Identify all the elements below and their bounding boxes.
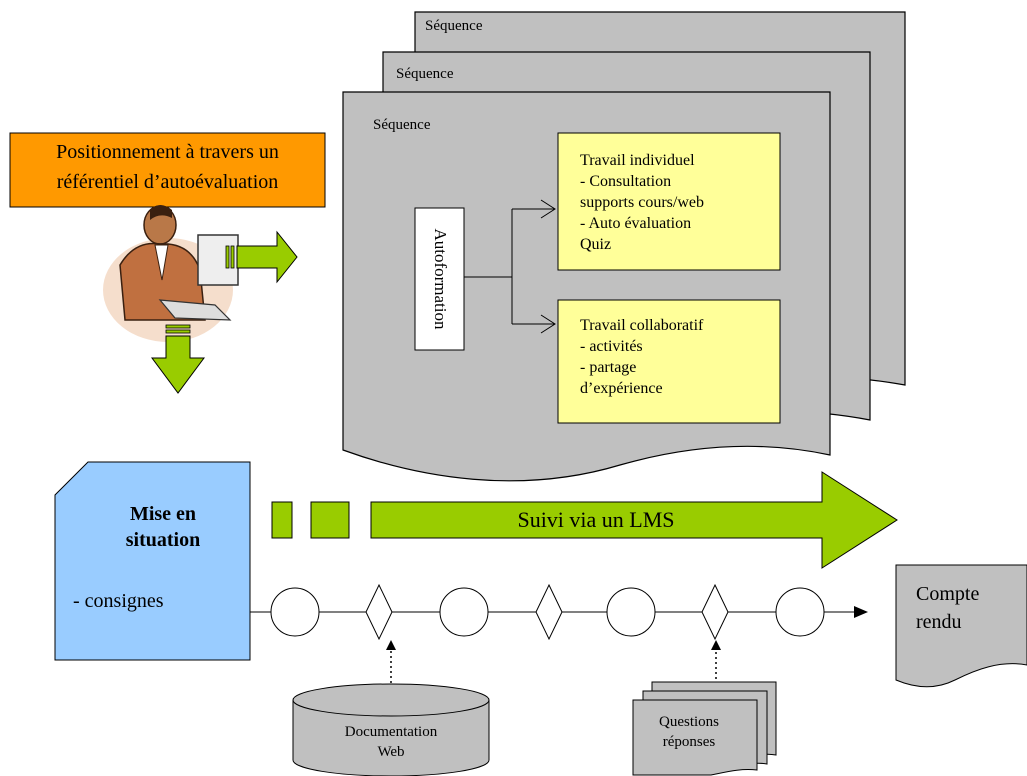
arrow-down-from-positionnement bbox=[151, 324, 205, 394]
compte-rendu-text: Compte rendu bbox=[916, 583, 980, 633]
suivi-dash-2 bbox=[310, 501, 350, 539]
questions-text: Questions réponses bbox=[659, 714, 719, 750]
positionnement-box bbox=[9, 132, 326, 208]
suivi-lms-arrow bbox=[370, 471, 898, 569]
timeline-decision-diamond-2 bbox=[535, 583, 563, 641]
documentation-text: Documentation Web bbox=[344, 724, 438, 760]
travail-collaboratif-text: Travail collaboratif - activités - parta… bbox=[580, 317, 704, 397]
documentation-database-cylinder bbox=[292, 683, 490, 776]
travail-individuel-text: Travail individuel - Consultation suppor… bbox=[580, 152, 704, 253]
timeline-step-circle-2 bbox=[439, 587, 489, 637]
timeline-step-circle-4 bbox=[775, 587, 825, 637]
timeline-arrowhead bbox=[854, 606, 868, 618]
sequence-label-back: Séquence bbox=[425, 18, 483, 34]
suivi-dash-1 bbox=[271, 501, 293, 539]
suivi-lms-label: Suivi via un LMS bbox=[517, 507, 675, 532]
timeline-step-circle-1 bbox=[270, 587, 320, 637]
autoformation-box bbox=[414, 207, 465, 351]
travail-collaboratif-box bbox=[557, 299, 781, 424]
mise-en-situation-item: - consignes bbox=[73, 590, 164, 612]
sequence-label-middle: Séquence bbox=[396, 66, 454, 82]
timeline-decision-diamond-3 bbox=[701, 583, 729, 641]
autoformation-branch-connector bbox=[464, 199, 556, 334]
positionnement-text: Positionnement à travers un référentiel … bbox=[56, 141, 279, 193]
autoformation-label: Autoformation bbox=[431, 228, 450, 330]
travail-individuel-box bbox=[557, 132, 781, 271]
mise-en-situation-title: Mise en situation bbox=[125, 503, 201, 551]
timeline-decision-diamond-1 bbox=[365, 583, 393, 641]
arrow-right-from-positionnement bbox=[225, 230, 298, 284]
sequence-label-front: Séquence bbox=[373, 117, 431, 133]
mise-en-situation-card bbox=[54, 461, 251, 661]
questions-stacked-documents bbox=[632, 681, 777, 776]
person-at-computer-icon bbox=[103, 205, 239, 342]
timeline-step-circle-3 bbox=[606, 587, 656, 637]
compte-rendu-document bbox=[895, 564, 1027, 688]
